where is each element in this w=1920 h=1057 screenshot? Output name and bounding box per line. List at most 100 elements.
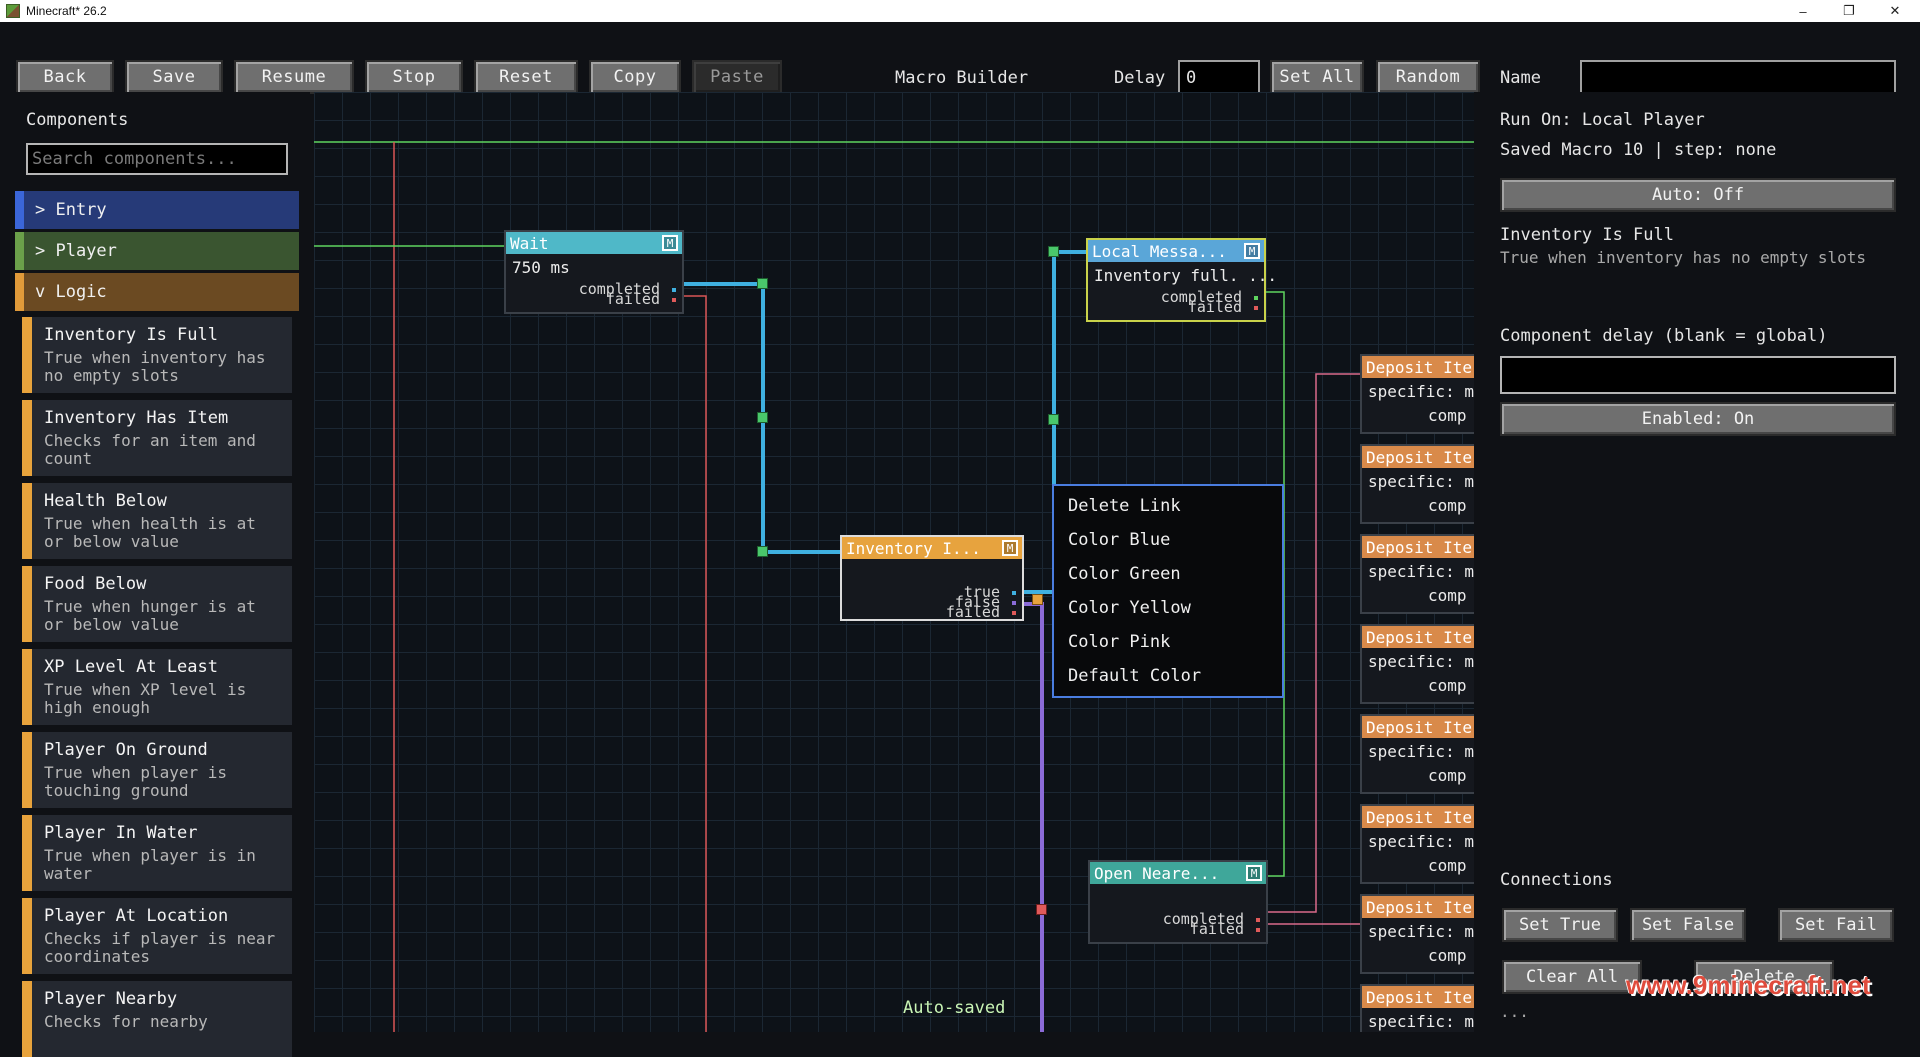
set-fail-button[interactable]: Set Fail — [1778, 908, 1894, 942]
clear-all-button[interactable]: Clear All — [1502, 960, 1642, 994]
delete-button[interactable]: Delete — [1694, 960, 1834, 994]
wire-junction[interactable] — [1048, 414, 1059, 425]
component-title: Food Below — [44, 574, 147, 594]
stop-button[interactable]: Stop — [365, 60, 463, 94]
component-player-on-ground[interactable]: Player On Ground True when player is tou… — [22, 732, 292, 808]
component-player-at-location[interactable]: Player At Location Checks if player is n… — [22, 898, 292, 974]
port-dot — [1254, 296, 1258, 300]
node-menu-button[interactable]: M — [1244, 243, 1260, 259]
component-description: True when hunger is at or below value — [44, 597, 256, 634]
port-completed[interactable]: completed — [1162, 910, 1244, 928]
port-true[interactable]: true — [963, 583, 1000, 601]
set-false-button[interactable]: Set False — [1630, 908, 1746, 942]
wire-pink-open-deposit[interactable] — [1262, 373, 1360, 913]
random-button[interactable]: Random — [1376, 60, 1480, 94]
node-deposit-item[interactable]: Deposit Ite specific: mi comp — [1360, 354, 1474, 434]
wire-green-message-open[interactable] — [1254, 291, 1285, 877]
component-search-input[interactable]: Search components... — [26, 143, 288, 175]
node-deposit-item[interactable]: Deposit Ite specific: mi — [1360, 984, 1474, 1032]
resume-button[interactable]: Resume — [234, 60, 354, 94]
close-button[interactable]: ✕ — [1889, 3, 1901, 18]
wire-red-wait-failed[interactable] — [684, 295, 707, 1032]
port-false[interactable]: false — [954, 593, 1000, 611]
port-dot — [1256, 928, 1260, 932]
component-color-bar — [22, 732, 32, 808]
enabled-toggle-button[interactable]: Enabled: On — [1500, 402, 1896, 436]
set-all-button[interactable]: Set All — [1270, 60, 1364, 94]
menu-item-color-yellow[interactable]: Color Yellow — [1068, 598, 1191, 618]
set-true-button[interactable]: Set True — [1502, 908, 1618, 942]
wire-junction[interactable] — [757, 546, 768, 557]
port-completed[interactable]: comp — [1428, 406, 1467, 425]
wire-junction[interactable] — [757, 412, 768, 423]
node-menu-button[interactable]: M — [1246, 865, 1262, 881]
component-health-below[interactable]: Health Below True when health is at or b… — [22, 483, 292, 559]
node-inventory-is-full[interactable]: Inventory I... M true false failed — [840, 535, 1024, 621]
category-player[interactable]: > Player — [15, 232, 299, 270]
port-completed[interactable]: comp — [1428, 946, 1467, 965]
component-delay-label: Component delay (blank = global) — [1500, 326, 1828, 346]
delay-input[interactable]: 0 — [1178, 60, 1260, 96]
wire-junction[interactable] — [757, 278, 768, 289]
category-logic[interactable]: v Logic — [15, 273, 299, 311]
auto-toggle-button[interactable]: Auto: Off — [1500, 178, 1896, 212]
node-local-message[interactable]: Local Messa... M Inventory full. ... com… — [1086, 238, 1277, 322]
node-menu-button[interactable]: M — [662, 235, 678, 251]
wire-purple-inventory-false[interactable] — [1024, 602, 1044, 1032]
reset-button[interactable]: Reset — [474, 60, 578, 94]
node-deposit-item[interactable]: Deposit Ite specific: mi comp — [1360, 534, 1474, 614]
node-header: Wait — [506, 232, 682, 254]
maximize-button[interactable]: ❐ — [1843, 3, 1855, 18]
port-completed[interactable]: comp — [1428, 766, 1467, 785]
minimize-button[interactable]: – — [1799, 3, 1807, 19]
port-failed[interactable]: failed — [945, 603, 1000, 621]
component-player-in-water[interactable]: Player In Water True when player is in w… — [22, 815, 292, 891]
back-button[interactable]: Back — [16, 60, 114, 94]
port-completed[interactable]: completed — [578, 280, 660, 298]
component-food-below[interactable]: Food Below True when hunger is at or bel… — [22, 566, 292, 642]
wire-junction-red[interactable] — [1036, 904, 1047, 915]
copy-button[interactable]: Copy — [589, 60, 681, 94]
port-completed[interactable]: comp — [1428, 856, 1467, 875]
wire-junction-orange[interactable] — [1032, 594, 1043, 605]
port-dot — [1012, 601, 1016, 605]
saved-status: Saved Macro 10 | step: none — [1500, 140, 1777, 160]
port-completed[interactable]: comp — [1428, 586, 1467, 605]
node-menu-button[interactable]: M — [1002, 540, 1018, 556]
menu-item-default-color[interactable]: Default Color — [1068, 666, 1202, 686]
category-entry[interactable]: > Entry — [15, 191, 299, 229]
save-button[interactable]: Save — [125, 60, 223, 94]
node-title: Deposit Ite — [1362, 356, 1474, 378]
node-canvas[interactable]: Wait M 750 ms completed failed Local Mes… — [314, 92, 1474, 1032]
port-completed[interactable]: comp — [1428, 676, 1467, 695]
menu-item-color-green[interactable]: Color Green — [1068, 564, 1181, 584]
node-deposit-item[interactable]: Deposit Ite specific: mi comp — [1360, 894, 1474, 974]
component-xp-level-at-least[interactable]: XP Level At Least True when XP level is … — [22, 649, 292, 725]
component-delay-input[interactable] — [1500, 356, 1896, 394]
component-inventory-has-item[interactable]: Inventory Has Item Checks for an item an… — [22, 400, 292, 476]
node-deposit-item[interactable]: Deposit Ite specific: mi comp — [1360, 714, 1474, 794]
port-failed[interactable]: failed — [605, 290, 660, 308]
menu-item-delete-link[interactable]: Delete Link — [1068, 496, 1181, 516]
paste-button[interactable]: Paste — [692, 60, 782, 94]
name-input[interactable] — [1580, 60, 1896, 96]
node-deposit-item[interactable]: Deposit Ite specific: mi comp — [1360, 444, 1474, 524]
component-player-nearby[interactable]: Player Nearby Checks for nearby — [22, 981, 292, 1057]
port-failed[interactable]: failed — [1189, 920, 1244, 938]
menu-item-color-pink[interactable]: Color Pink — [1068, 632, 1171, 652]
node-deposit-item[interactable]: Deposit Ite specific: mi comp — [1360, 804, 1474, 884]
node-wait[interactable]: Wait M 750 ms completed failed — [504, 230, 684, 314]
port-completed[interactable]: completed — [1160, 288, 1242, 306]
port-failed[interactable]: failed — [1187, 298, 1242, 316]
node-open-nearest[interactable]: Open Neare... M completed failed — [1088, 860, 1268, 944]
node-title: Inventory I... — [846, 538, 981, 558]
component-title: Player At Location — [44, 906, 229, 926]
wire-junction[interactable] — [1048, 246, 1059, 257]
component-inventory-is-full[interactable]: Inventory Is Full True when inventory ha… — [22, 317, 292, 393]
component-title: Health Below — [44, 491, 167, 511]
node-deposit-item[interactable]: Deposit Ite specific: mi comp — [1360, 624, 1474, 704]
port-completed[interactable]: comp — [1428, 496, 1467, 515]
component-title: Player On Ground — [44, 740, 208, 760]
category-label: v Logic — [35, 282, 107, 302]
menu-item-color-blue[interactable]: Color Blue — [1068, 530, 1171, 550]
